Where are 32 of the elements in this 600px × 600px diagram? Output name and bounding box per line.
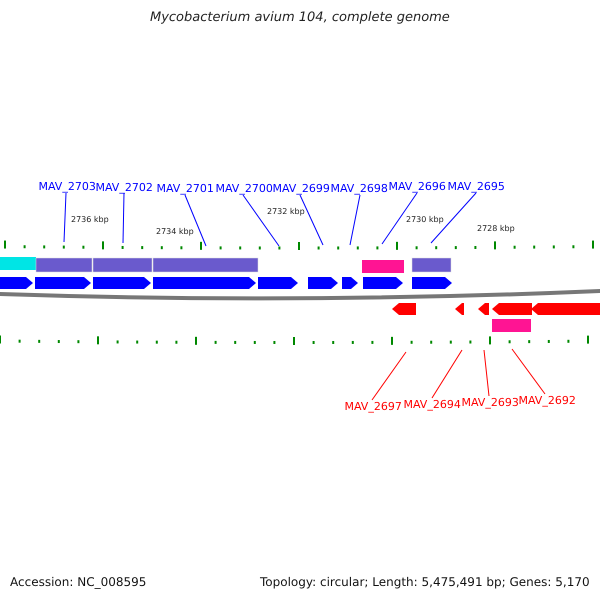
scale-label: 2730 kbp <box>406 216 444 224</box>
leader-line <box>184 194 206 246</box>
gene-label: MAV_2703 <box>38 181 96 192</box>
gene-label: MAV_2696 <box>388 181 446 192</box>
scale-label: 2734 kbp <box>156 228 194 236</box>
leader-line <box>242 194 280 246</box>
gene-label: MAV_2699 <box>272 183 330 194</box>
gene-label: MAV_2694 <box>404 399 461 410</box>
gene-label: MAV_2693 <box>462 397 519 408</box>
gene-label: MAV_2692 <box>518 395 576 406</box>
leader-line <box>300 194 324 246</box>
leader-line <box>430 192 476 244</box>
gene-label: MAV_2698 <box>330 183 388 194</box>
leader-line <box>64 192 66 242</box>
footer-text: Accession: NC_008595 <box>10 576 146 588</box>
leader-line <box>372 352 406 400</box>
gene-label: MAV_2700 <box>216 183 273 194</box>
scale-label: 2736 kbp <box>71 216 109 224</box>
scale-label: 2732 kbp <box>267 208 305 216</box>
footer-text: Topology: circular; Length: 5,475,491 bp; Genes: 5,170 <box>260 576 590 588</box>
scale-label: 2728 kbp <box>477 225 515 233</box>
gene-label: MAV_2702 <box>96 182 153 193</box>
leader-line <box>512 348 546 394</box>
gene-label: MAV_2701 <box>156 183 214 194</box>
gene-label: MAV_2695 <box>448 181 505 192</box>
leader-line <box>382 192 418 244</box>
leader-line <box>350 194 360 246</box>
leader-line <box>122 192 124 244</box>
leader-line <box>432 350 462 398</box>
gene-label: MAV_2697 <box>344 401 402 412</box>
leader-line <box>484 350 490 396</box>
title: Mycobacterium avium 104, complete genome <box>150 11 450 24</box>
